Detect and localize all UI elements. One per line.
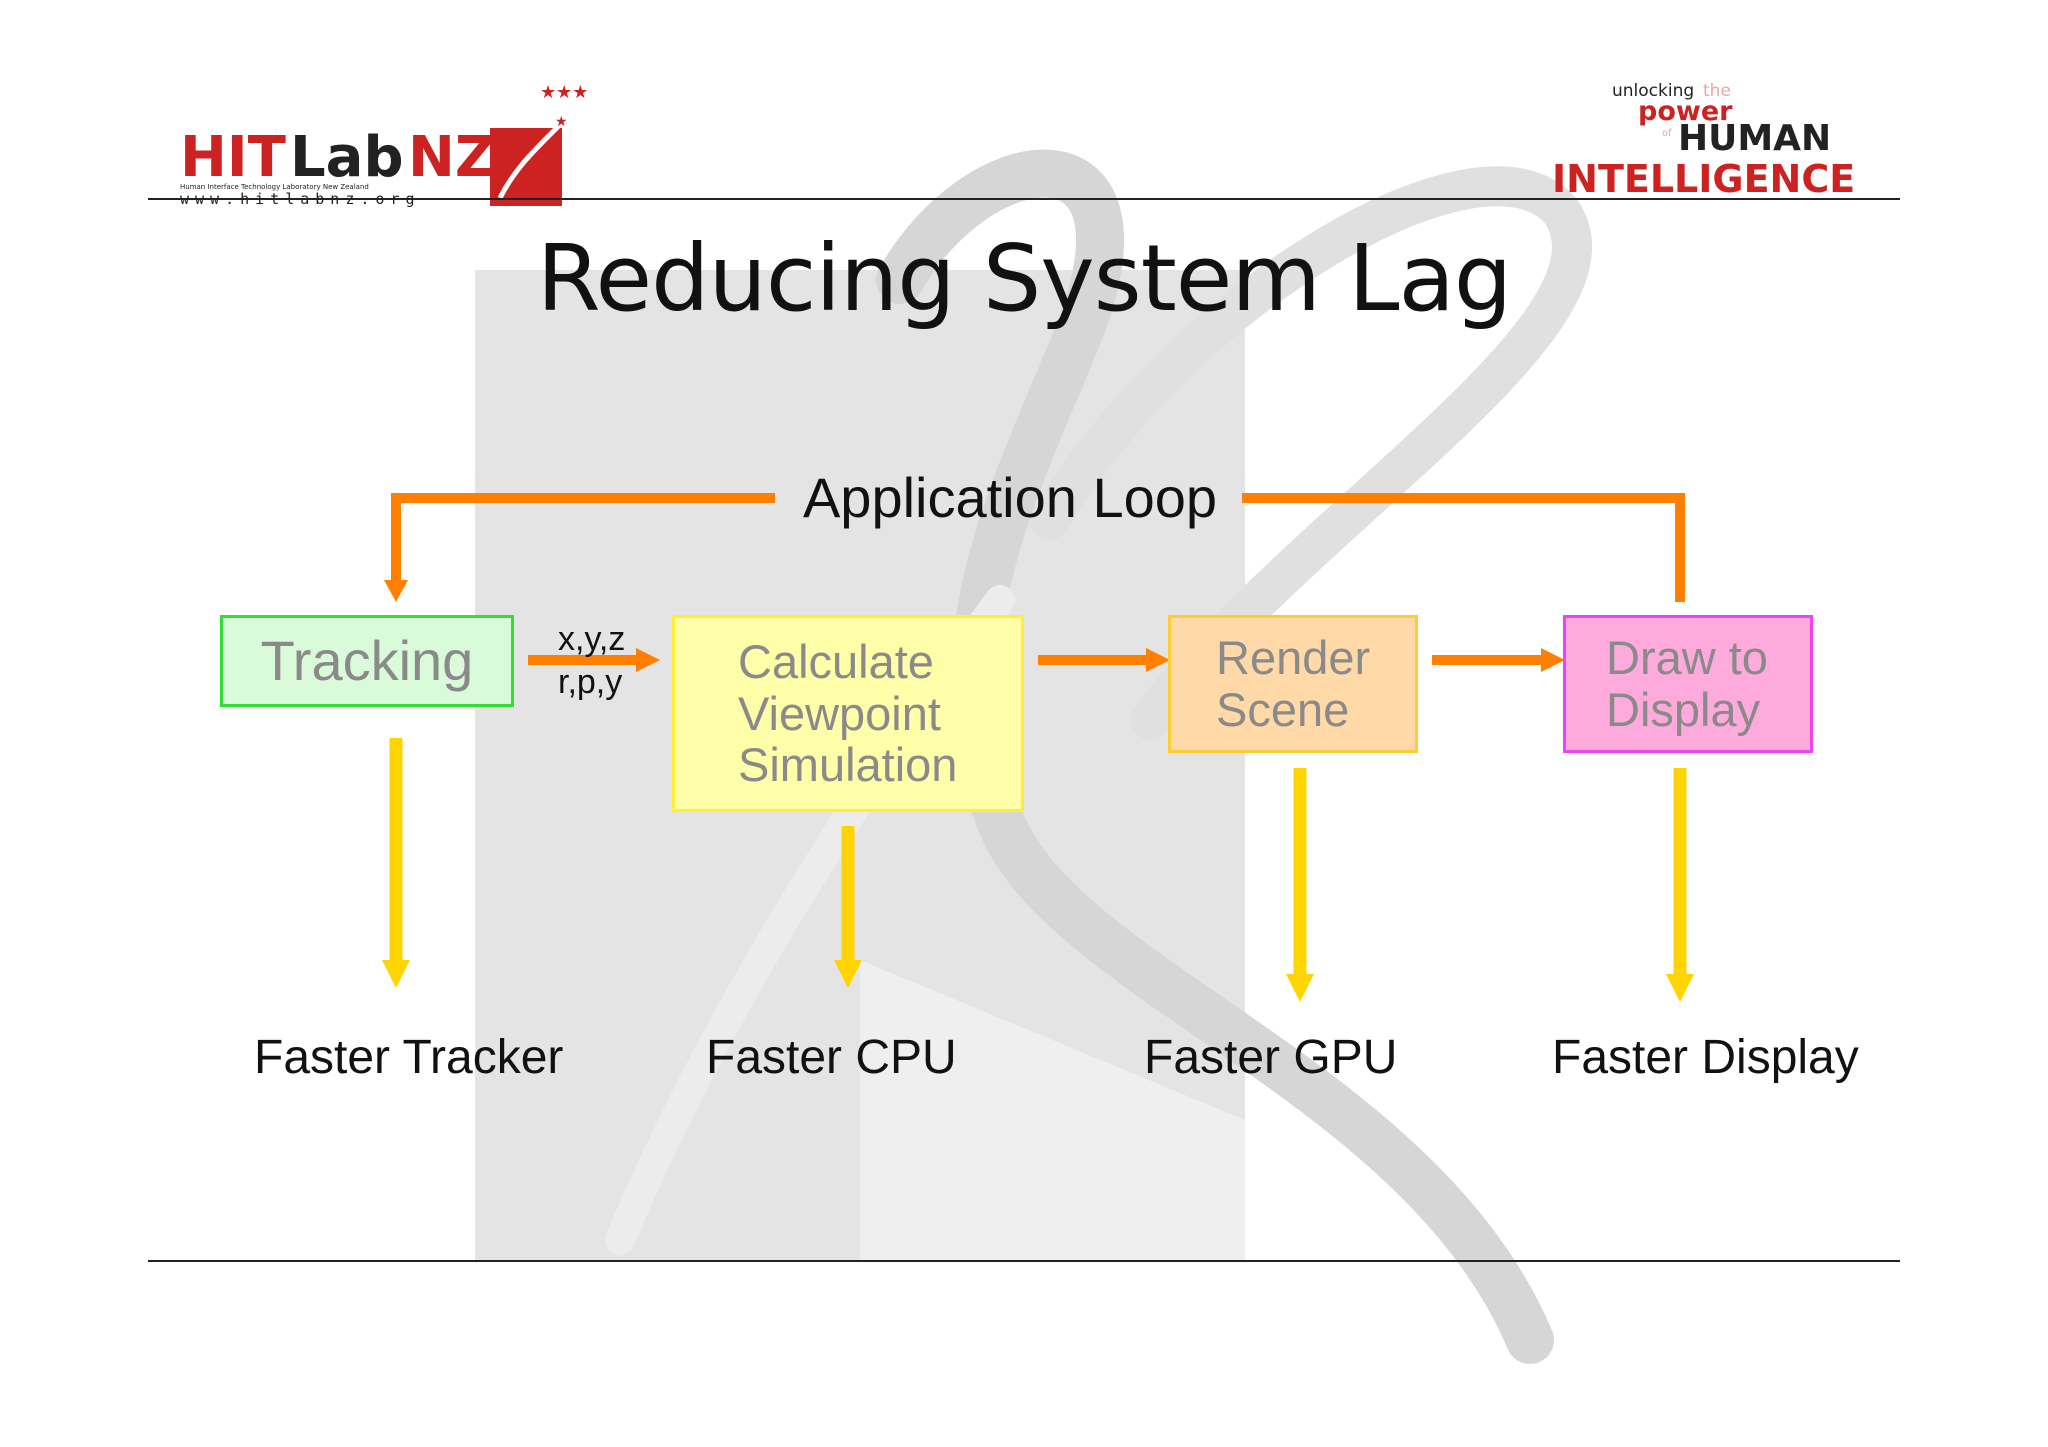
application-loop-label: Application Loop	[802, 466, 1218, 529]
human-intelligence-logo: unlocking the power of HUMAN INTELLIGENC…	[1520, 80, 1900, 205]
hitlabnz-logo: HIT Lab NZ Human Interface Technology La…	[180, 82, 600, 213]
svg-text:power: power	[1638, 96, 1733, 127]
tracking-down-arrow	[382, 738, 410, 988]
render-down-arrow	[1286, 768, 1314, 1002]
logo-nz-text: NZ	[408, 125, 495, 190]
svg-text:the: the	[1703, 81, 1731, 101]
svg-text:of: of	[1662, 128, 1672, 139]
svg-text:unlocking: unlocking	[1612, 81, 1694, 101]
loop-arrowhead	[384, 580, 408, 602]
outcome-faster-gpu: Faster GPU	[1144, 1031, 1398, 1084]
application-loop-arrow	[384, 493, 1685, 602]
outcome-faster-display: Faster Display	[1552, 1031, 1859, 1084]
calculate-to-render-arrow	[1038, 648, 1170, 672]
svg-text:★: ★	[555, 113, 568, 129]
stage-label: Draw to Display	[1606, 631, 1768, 736]
logo-hit-text: HIT	[180, 125, 286, 190]
svg-text:★★★: ★★★	[540, 82, 588, 102]
draw-down-arrow	[1666, 768, 1694, 1002]
hitlabnz-logo-graphic: HIT Lab NZ Human Interface Technology La…	[180, 106, 577, 208]
coordinates-label: x,y,z r,p,y	[558, 620, 626, 701]
star-icon: ★★★ ★	[540, 82, 588, 129]
stage-box-render: Render Scene	[1168, 615, 1418, 753]
svg-text:INTELLIGENCE: INTELLIGENCE	[1552, 157, 1855, 200]
stage-label: Calculate Viewpoint Simulation	[738, 634, 958, 792]
outcome-faster-tracker: Faster Tracker	[254, 1031, 564, 1084]
logo-tagline-text: Human Interface Technology Laboratory Ne…	[180, 183, 369, 191]
stage-label: Tracking	[260, 629, 474, 693]
slide-title: Reducing System Lag	[536, 225, 1513, 332]
render-to-draw-arrow	[1432, 648, 1565, 672]
stage-label: Render Scene	[1216, 631, 1371, 736]
stage-box-draw: Draw to Display	[1563, 615, 1813, 753]
outcome-faster-cpu: Faster CPU	[706, 1031, 957, 1084]
tracking-to-calculate-arrow	[528, 648, 660, 672]
stage-box-tracking: Tracking	[220, 615, 514, 707]
human-intelligence-logo-graphic: unlocking the power of HUMAN INTELLIGENC…	[1552, 81, 1855, 201]
calculate-down-arrow	[834, 826, 862, 988]
stage-box-calculate: Calculate Viewpoint Simulation	[672, 615, 1024, 812]
logo-lab-text: Lab	[290, 125, 404, 190]
svg-text:HUMAN: HUMAN	[1678, 118, 1831, 159]
